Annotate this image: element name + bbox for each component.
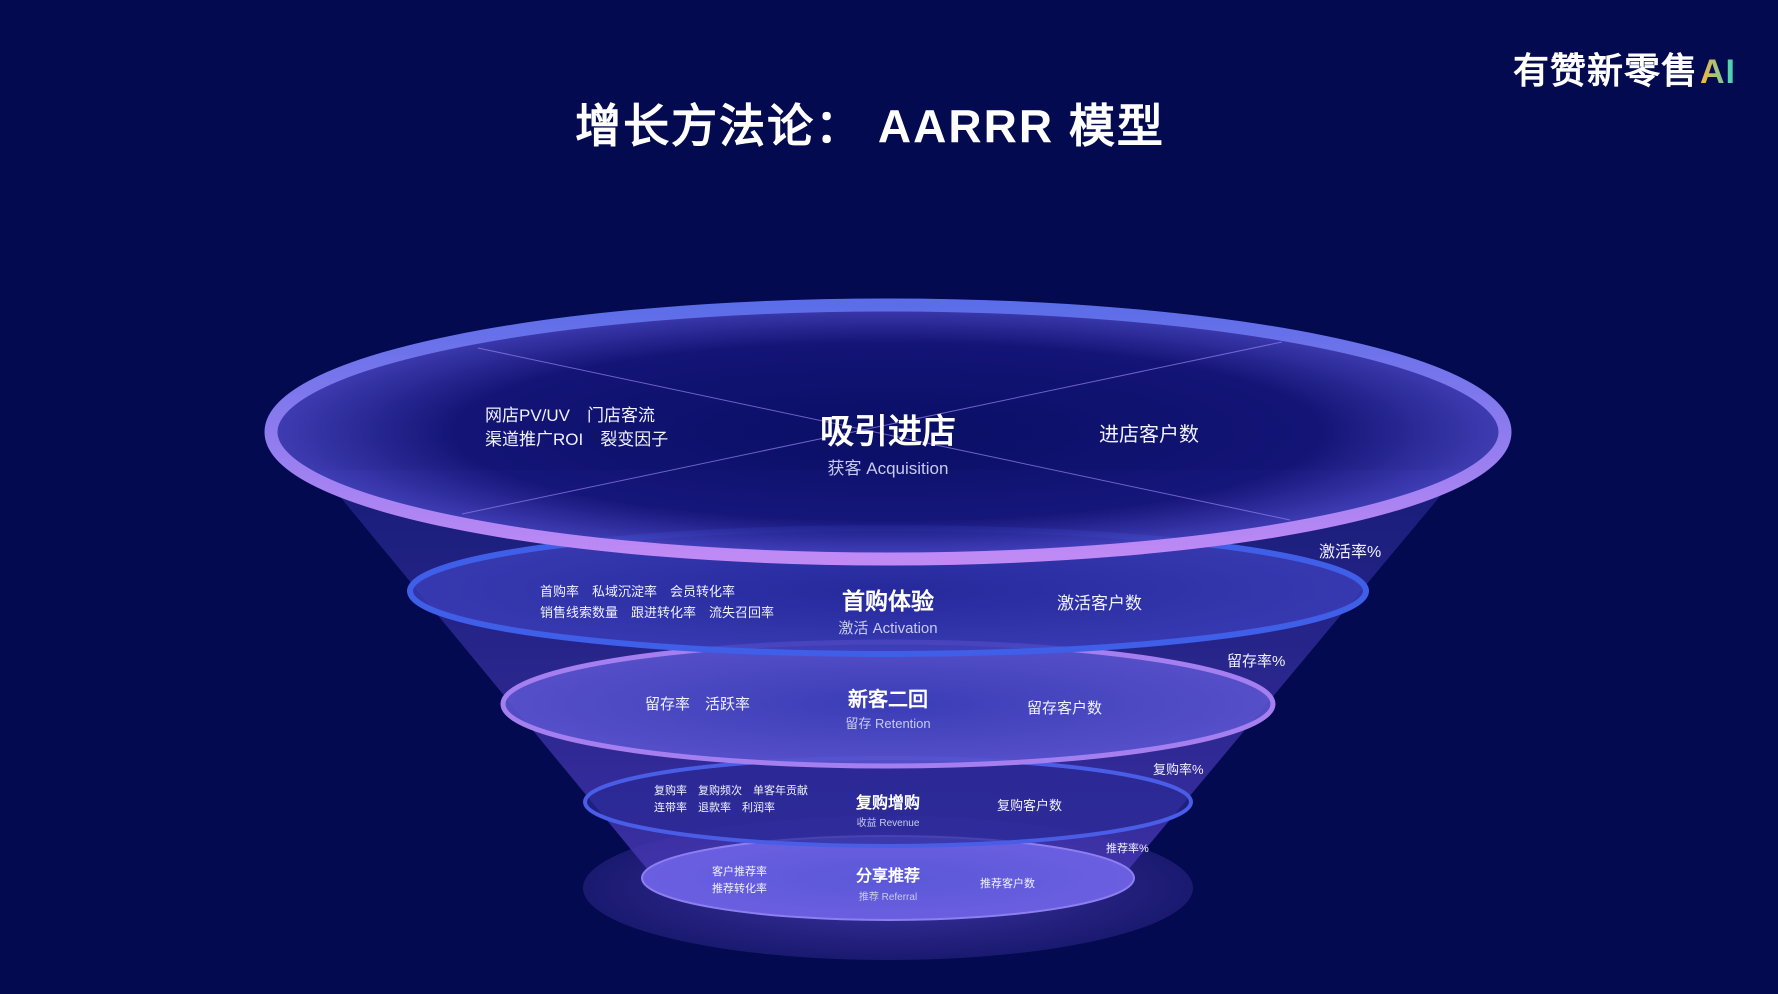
acquisition-ring: [264, 298, 1512, 566]
stage-retention-metrics: 留存率 活跃率: [645, 694, 750, 715]
stage-retention-result: 留存客户数: [1027, 700, 1103, 717]
metric-line: 渠道推广ROI 裂变因子: [485, 429, 669, 449]
stage-referral-metrics: 客户推荐率 推荐转化率: [712, 864, 767, 898]
stage-revenue-metrics: 复购率 复购频次 单客年贡献 连带率 退款率 利润率: [654, 783, 808, 817]
stage-revenue-sub: 收益 Revenue: [856, 818, 920, 829]
stage-retention-title: 新客二回: [848, 689, 928, 711]
rate-referral: 推荐率%: [1106, 843, 1149, 855]
stage-acquisition-title: 吸引进店: [820, 413, 956, 451]
stage-revenue-result: 复购客户数: [997, 798, 1063, 813]
stage-retention-sub: 留存 Retention: [845, 716, 931, 731]
stage-activation-metrics: 首购率 私域沉淀率 会员转化率 销售线索数量 跟进转化率 流失召回率: [540, 582, 774, 624]
stage-revenue-title: 复购增购: [855, 795, 921, 812]
decor-line: [477, 347, 1291, 521]
decor-line: [461, 341, 1283, 515]
metric-line: 首购率 私域沉淀率 会员转化率: [540, 584, 736, 599]
brand-name: 有赞新零售: [1512, 50, 1698, 91]
metric-line: 网店PV/UV 门店客流: [485, 406, 656, 425]
stage-acquisition-sub: 获客 Acquisition: [827, 459, 949, 478]
stage-referral-sub: 推荐 Referral: [858, 892, 918, 903]
rate-retention: 留存率%: [1227, 653, 1286, 670]
metric-line: 销售线索数量 跟进转化率 流失召回率: [540, 604, 775, 620]
stage-activation-result: 激活客户数: [1057, 594, 1142, 613]
stage-acquisition-result: 进店客户数: [1099, 424, 1199, 446]
rate-repurchase: 复购率%: [1153, 762, 1204, 777]
metric-line: 推荐转化率: [712, 883, 767, 896]
metric-line: 连带率 退款率 利润率: [654, 802, 775, 815]
brand-logo: 有赞新零售AI: [1513, 42, 1736, 94]
metric-line: 复购率 复购频次 单客年贡献: [654, 785, 808, 797]
metric-line: 留存率 活跃率: [645, 696, 751, 713]
rate-activation: 激活率%: [1319, 544, 1382, 561]
stage-activation-title: 首购体验: [842, 588, 934, 614]
page-title: 增长方法论： AARRR 模型: [575, 100, 1165, 152]
stage-acquisition-metrics: 网店PV/UV 门店客流 渠道推广ROI 裂变因子: [485, 404, 668, 452]
metric-line: 客户推荐率: [712, 866, 767, 878]
brand-ai-mark: AI: [1700, 53, 1736, 91]
stage-referral-title: 分享推荐: [855, 868, 921, 885]
stage-referral-result: 推荐客户数: [980, 878, 1035, 890]
stage-activation-sub: 激活 Activation: [838, 620, 938, 637]
